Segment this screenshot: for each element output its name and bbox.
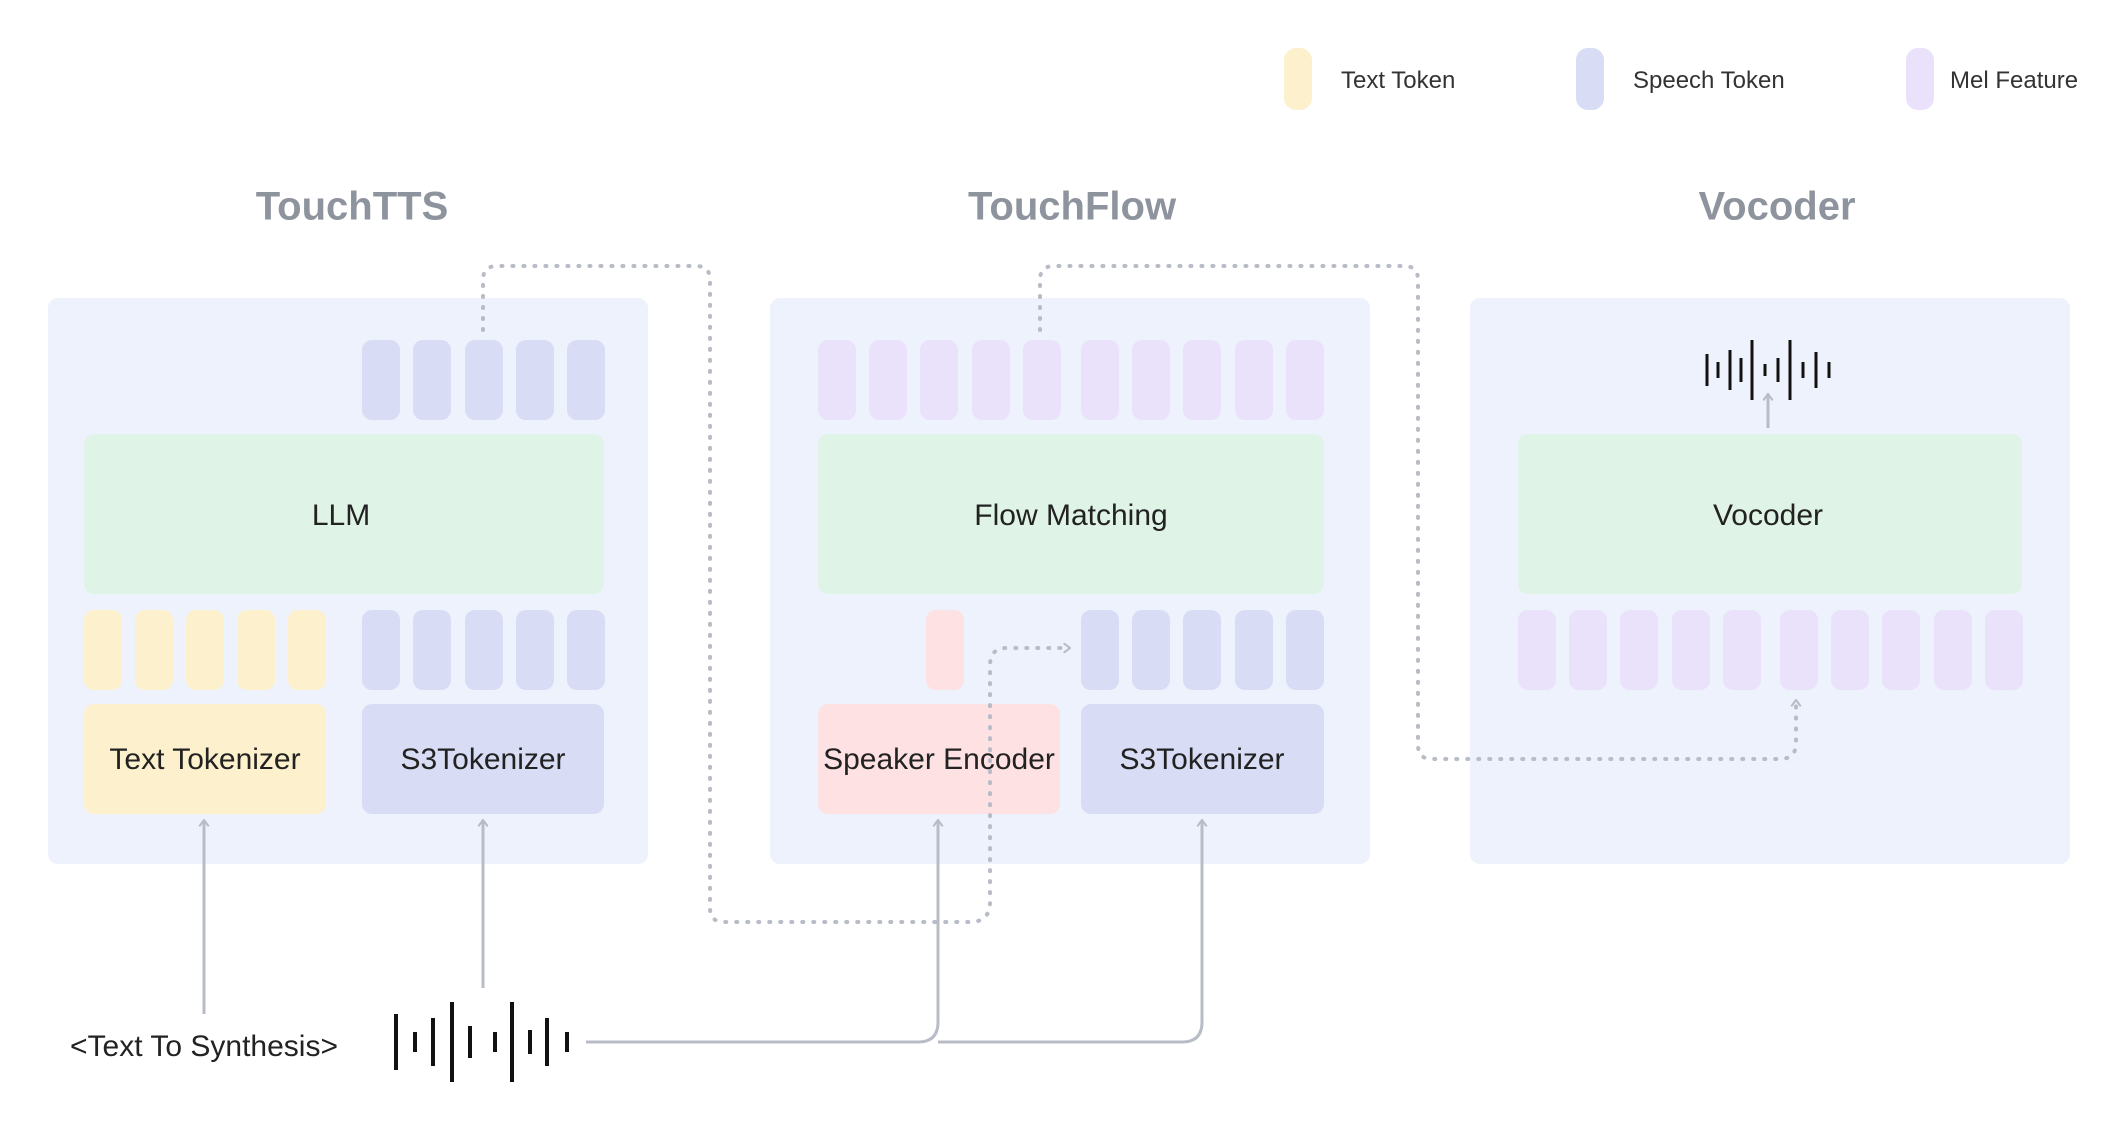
touchtts-text-tokens — [84, 610, 326, 690]
speech-token — [516, 610, 554, 690]
flow-mel-to-vocoder-path — [1038, 264, 1802, 761]
tts-tokens-to-flow-path — [481, 264, 1072, 924]
speech-token — [1183, 610, 1221, 690]
mel-feature — [1235, 340, 1273, 420]
mel-feature — [1882, 610, 1920, 690]
speaker-embedding — [926, 610, 964, 690]
text-token — [84, 610, 122, 690]
text-token — [186, 610, 224, 690]
speech-token — [567, 610, 605, 690]
speech-token — [413, 610, 451, 690]
mel-feature — [1672, 610, 1710, 690]
touchtts-prompt-speech-tokens — [362, 610, 605, 690]
mel-feature — [1985, 610, 2023, 690]
mel-feature — [1286, 340, 1324, 420]
speaker-encoder-block — [818, 704, 1060, 814]
speech-token — [567, 340, 605, 420]
mel-feature — [1183, 340, 1221, 420]
mel-feature — [1620, 610, 1658, 690]
input-waveform-icon — [394, 1002, 569, 1082]
audio-to-speaker-encoder-arrow — [586, 818, 944, 1044]
text-token — [288, 610, 326, 690]
speech-token — [516, 340, 554, 420]
speech-token — [1235, 610, 1273, 690]
s3tokenizer-tts-block — [362, 704, 604, 814]
touchtts-output-speech-tokens — [362, 340, 605, 420]
mel-feature — [818, 340, 856, 420]
mel-feature — [972, 340, 1010, 420]
mel-feature — [1831, 610, 1869, 690]
speech-token — [1081, 610, 1119, 690]
speech-token — [362, 610, 400, 690]
legend-swatch-mel-feature — [1906, 48, 1934, 110]
mel-feature — [1023, 340, 1061, 420]
mel-feature — [1132, 340, 1170, 420]
legend-swatch-text-token — [1284, 48, 1312, 110]
touchflow-speech-tokens — [1081, 610, 1324, 690]
speech-token — [465, 610, 503, 690]
speech-token — [413, 340, 451, 420]
mel-feature — [920, 340, 958, 420]
input-connectors — [198, 392, 1774, 1044]
output-waveform-icon — [1705, 340, 1831, 400]
speech-token — [362, 340, 400, 420]
speech-token — [1286, 610, 1324, 690]
vocoder-mel-features — [1518, 610, 2023, 690]
mel-feature — [1934, 610, 1972, 690]
speech-token — [1132, 610, 1170, 690]
mel-feature — [869, 340, 907, 420]
mel-feature — [1569, 610, 1607, 690]
dotted-connectors — [481, 264, 1802, 924]
mel-feature — [1518, 610, 1556, 690]
llm-block — [84, 434, 604, 594]
text-tokenizer-block — [84, 704, 326, 814]
mel-feature — [1780, 610, 1818, 690]
speech-token — [465, 340, 503, 420]
mel-feature — [1723, 610, 1761, 690]
mel-feature — [1081, 340, 1119, 420]
flow-matching-block — [818, 434, 1324, 594]
text-token — [135, 610, 173, 690]
touchflow-mel-features — [818, 340, 1324, 420]
legend-swatch-speech-token — [1576, 48, 1604, 110]
text-token — [237, 610, 275, 690]
vocoder-block — [1518, 434, 2022, 594]
audio-to-s3tokenizer-flow-arrow — [938, 818, 1208, 1044]
s3tokenizer-flow-block — [1081, 704, 1324, 814]
